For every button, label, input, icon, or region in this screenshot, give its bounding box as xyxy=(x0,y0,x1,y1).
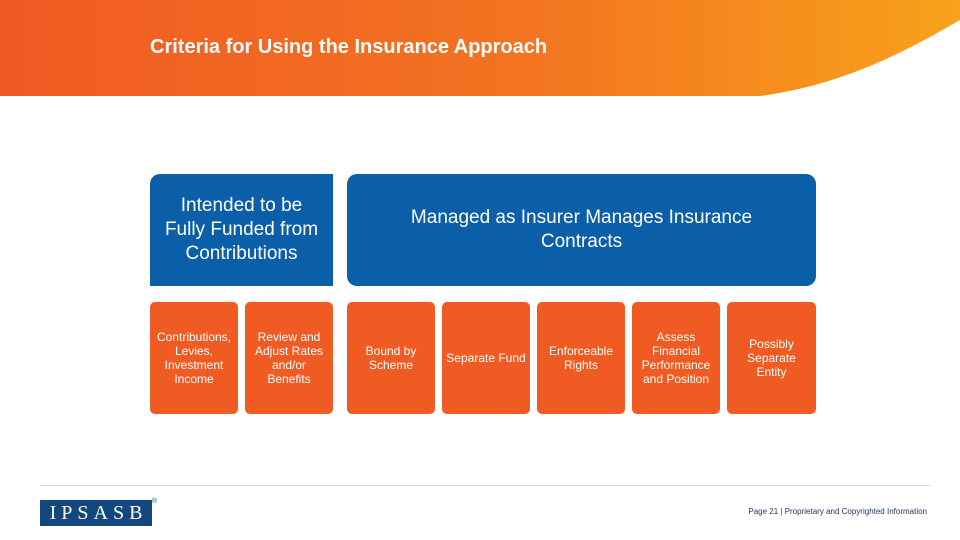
sub-criterion-separate-fund: Separate Fund xyxy=(442,302,530,414)
sub-criterion-separate-entity: Possibly Separate Entity xyxy=(727,302,816,414)
banner-swoosh xyxy=(0,0,960,96)
sub-criterion-assess-performance: Assess Financial Performance and Positio… xyxy=(632,302,720,414)
criterion-fully-funded-label: Intended to be Fully Funded from Contrib… xyxy=(164,195,319,264)
header-banner xyxy=(0,0,960,96)
ipsasb-logo: IPSASB xyxy=(40,500,152,526)
page-title: Criteria for Using the Insurance Approac… xyxy=(150,36,548,58)
criterion-fully-funded: Intended to be Fully Funded from Contrib… xyxy=(150,174,333,286)
criterion-managed-as-insurer: Managed as Insurer Manages Insurance Con… xyxy=(347,174,816,286)
registered-mark: ® xyxy=(152,498,158,505)
footer-divider xyxy=(40,485,930,486)
sub-criterion-review-rates: Review and Adjust Rates and/or Benefits xyxy=(245,302,333,414)
criterion-managed-label: Managed as Insurer Manages Insurance Con… xyxy=(410,207,753,252)
sub-criterion-enforceable-rights: Enforceable Rights xyxy=(537,302,625,414)
page-footer-text: Page 21 | Proprietary and Copyrighted In… xyxy=(748,507,927,516)
sub-criterion-bound-by-scheme: Bound by Scheme xyxy=(347,302,435,414)
sub-criterion-contributions: Contributions, Levies, Investment Income xyxy=(150,302,238,414)
